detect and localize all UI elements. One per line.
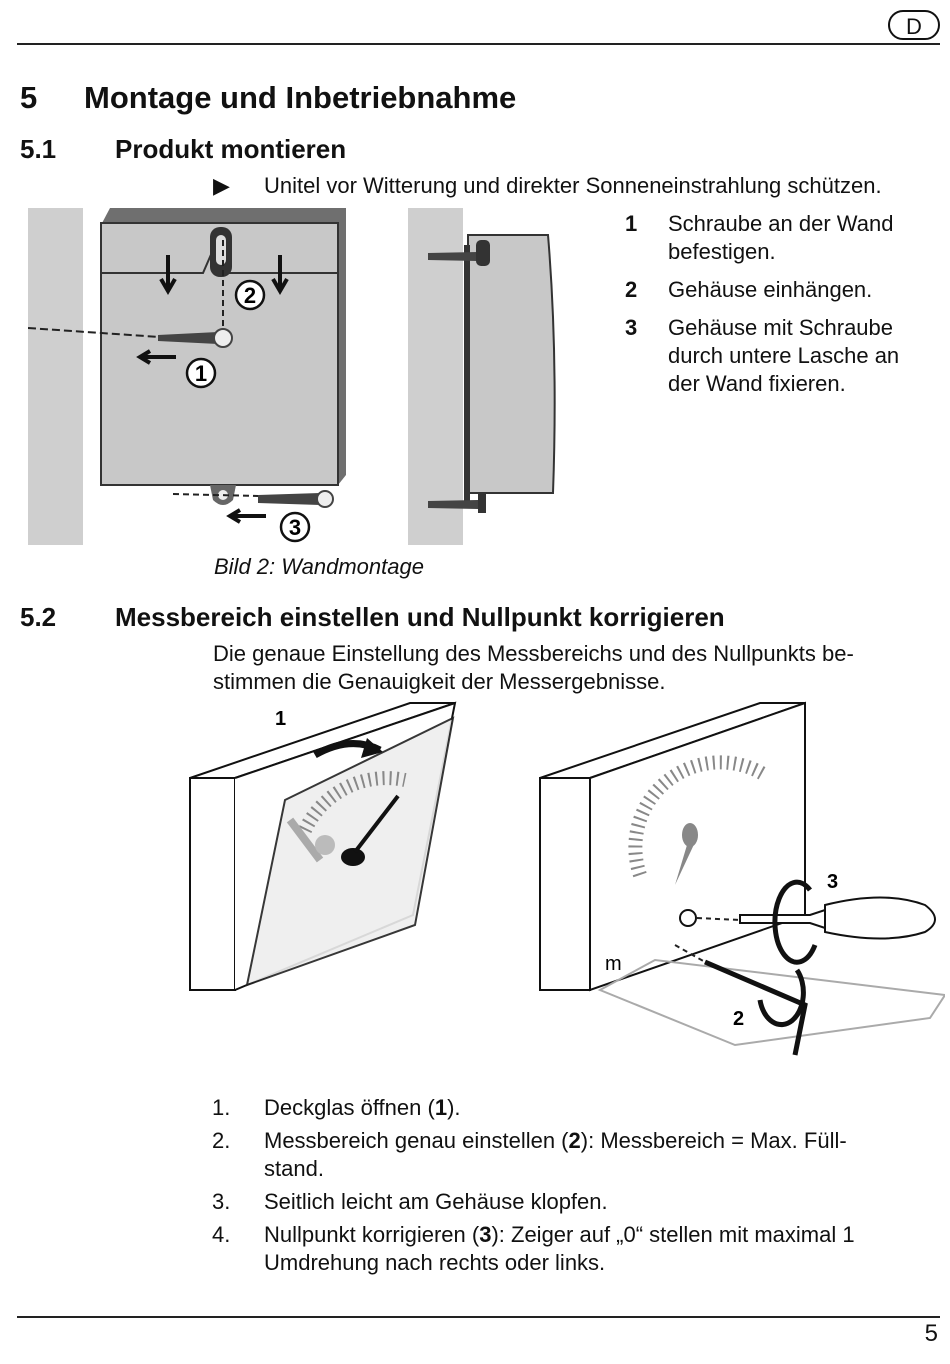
section-number: 5.1 <box>20 134 57 164</box>
step-number: 3. <box>212 1189 231 1214</box>
figure-label: 1 <box>195 361 207 386</box>
triangle-bullet-icon: ▶ <box>213 173 230 198</box>
list-item: 2. Messbereich genau einstellen (2): Mess… <box>212 1127 902 1183</box>
step-text: Nullpunkt korrigieren ( <box>264 1222 480 1247</box>
figure-label: 3 <box>827 871 838 893</box>
step-text: ): Messbereich = Max. Füll- stand. <box>264 1128 847 1181</box>
list-item: 1. Deckglas öffnen (1). <box>212 1094 902 1122</box>
step-text: Schraube an der Wand befestigen. <box>668 211 894 264</box>
list-item: 4. Nullpunkt korrigieren (3): Zeiger auf … <box>212 1221 902 1277</box>
header-rule <box>17 43 940 45</box>
section-title: Produkt montieren <box>115 134 347 164</box>
step-text: Messbereich genau einstellen ( <box>264 1128 569 1153</box>
figure-label: 3 <box>289 515 301 540</box>
figure-caption: Bild 2: Wandmontage <box>214 554 424 579</box>
step-ref: 1 <box>434 1095 448 1120</box>
step-text: Gehäuse einhängen. <box>668 277 873 302</box>
page-number: 5 <box>924 1320 938 1347</box>
step-number: 4. <box>212 1222 231 1247</box>
wall-mount-figure: 2 1 3 <box>28 208 556 545</box>
list-item: 2 Gehäuse einhängen. <box>625 276 935 304</box>
step-text: ). <box>447 1095 461 1120</box>
list-item: 3. Seitlich leicht am Gehäuse klopfen. <box>212 1188 902 1216</box>
footer-rule <box>17 1316 940 1318</box>
section-5-1-heading: 5.1 Produkt montieren <box>20 134 346 165</box>
bullet-item: ▶ Unitel vor Witterung und direkter Sonne… <box>213 172 933 200</box>
instruction-list: 1. Deckglas öffnen (1). 2. Messbereich gen… <box>212 1094 902 1282</box>
list-item: 3 Gehäuse mit Schraube durch untere Lasch… <box>625 314 935 398</box>
step-text: ): Zeiger auf „0“ stellen mit maximal 1 … <box>264 1222 855 1275</box>
step-number: 1 <box>625 211 638 236</box>
section-5-heading: 5 Montage und Inbetriebnahme <box>20 80 516 116</box>
step-ref: 2 <box>568 1128 581 1153</box>
section-title: Messbereich einstellen und Nullpunkt kor… <box>115 602 725 632</box>
step-text: Deckglas öffnen ( <box>264 1095 435 1120</box>
list-item: 1 Schraube an der Wand befestigen. <box>625 210 935 266</box>
bullet-text: Unitel vor Witterung und direkter Sonnen… <box>264 173 882 198</box>
section-title: Montage und Inbetriebnahme <box>84 80 517 115</box>
step-number: 2 <box>625 277 638 302</box>
figure-label-m: m <box>605 953 622 975</box>
step-number: 2. <box>212 1128 231 1153</box>
gauge-adjust-figure: 1 m 3 2 <box>189 701 945 1056</box>
section-number: 5 <box>20 80 38 115</box>
step-number: 3 <box>625 315 638 340</box>
step-ref: 3 <box>479 1222 492 1247</box>
section-5-2-heading: 5.2 Messbereich einstellen und Nullpunkt … <box>20 602 725 633</box>
step-text: Seitlich leicht am Gehäuse klopfen. <box>264 1189 608 1214</box>
language-badge: D <box>888 10 940 40</box>
section-number: 5.2 <box>20 602 57 632</box>
figure-label: 1 <box>275 708 286 730</box>
step-text: Gehäuse mit Schraube durch untere Lasche… <box>668 315 900 396</box>
figure-label: 2 <box>733 1008 744 1030</box>
figure-label: 2 <box>244 283 256 308</box>
step-number: 1. <box>212 1095 231 1120</box>
intro-paragraph: Die genaue Einstellung des Messbereichs … <box>213 641 854 694</box>
